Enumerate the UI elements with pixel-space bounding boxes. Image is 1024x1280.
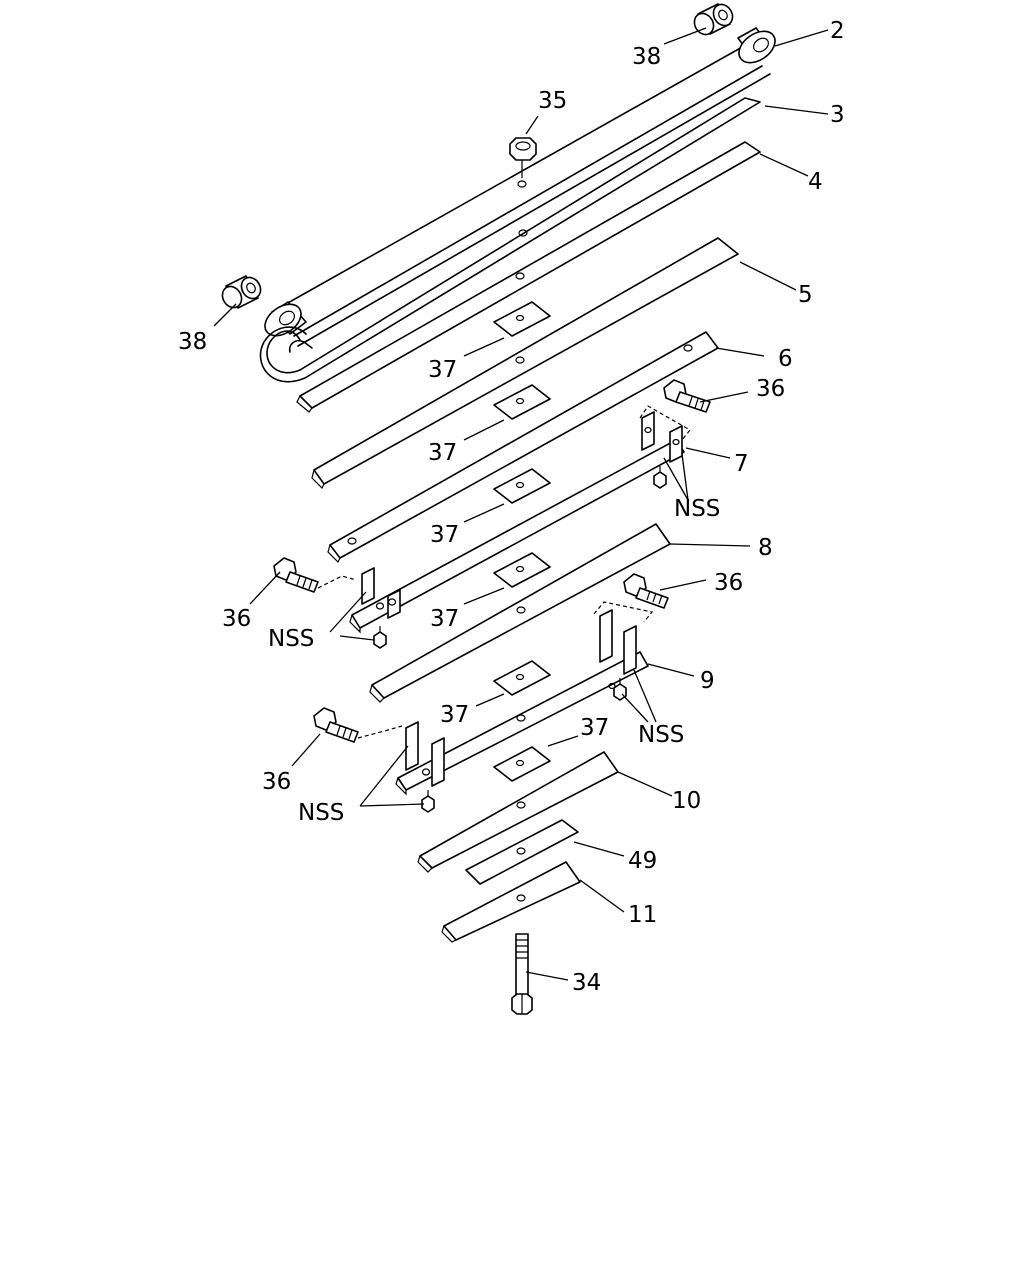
bushing-part-38-front	[221, 275, 262, 309]
callout-38-rear: 38	[632, 44, 661, 70]
callout-37-e: 37	[440, 702, 469, 728]
callout-38-front: 38	[178, 329, 207, 355]
callout-35: 35	[538, 88, 567, 114]
leaf-part-4	[296, 141, 761, 413]
spacer-plates-part-37	[493, 301, 551, 782]
bolt-part-36-d	[313, 707, 403, 743]
callout-37-d: 37	[430, 606, 459, 632]
leader-lines	[213, 27, 829, 981]
callout-37-b: 37	[428, 440, 457, 466]
spacer-part-49	[465, 819, 579, 885]
callout-7: 7	[734, 451, 749, 477]
nss-nuts	[373, 466, 667, 813]
second-leaf-part-3	[259, 97, 761, 383]
callout-34: 34	[572, 970, 601, 996]
callout-36-d: 36	[262, 769, 291, 795]
callout-37-c: 37	[430, 522, 459, 548]
callout-nss-a: NSS	[674, 496, 720, 522]
callout-labels: 2 38 35 3 4 5 38 6 37 36 37 7 NSS 37 8 3…	[178, 18, 845, 996]
callout-5: 5	[798, 282, 813, 308]
callout-nss-c: NSS	[638, 722, 684, 748]
callout-37-f: 37	[580, 715, 609, 741]
callout-36-a: 36	[756, 376, 785, 402]
callout-36-b: 36	[714, 570, 743, 596]
callout-37-a: 37	[428, 357, 457, 383]
main-leaf-part-2	[264, 27, 776, 347]
callout-2: 2	[830, 18, 845, 44]
rebound-clip-part-7	[349, 405, 691, 634]
callout-9: 9	[700, 668, 715, 694]
callout-nss-d: NSS	[298, 800, 344, 826]
callout-nss-b: NSS	[268, 626, 314, 652]
rebound-clip-part-9	[395, 601, 654, 796]
nut-part-35	[509, 137, 537, 188]
center-bolt-part-34	[511, 933, 533, 1015]
bolt-part-36-c	[623, 573, 669, 609]
leaf-part-11	[441, 861, 581, 943]
callout-4: 4	[808, 169, 823, 195]
callout-36-c: 36	[222, 606, 251, 632]
callout-6: 6	[778, 346, 793, 372]
bolt-part-36-b	[273, 557, 357, 593]
bolt-part-36-a	[663, 379, 711, 413]
callout-11: 11	[628, 902, 657, 928]
callout-49: 49	[628, 848, 657, 874]
callout-8: 8	[758, 535, 773, 561]
callout-10: 10	[672, 788, 701, 814]
callout-3: 3	[830, 102, 845, 128]
bushing-part-38-rear	[693, 3, 734, 36]
